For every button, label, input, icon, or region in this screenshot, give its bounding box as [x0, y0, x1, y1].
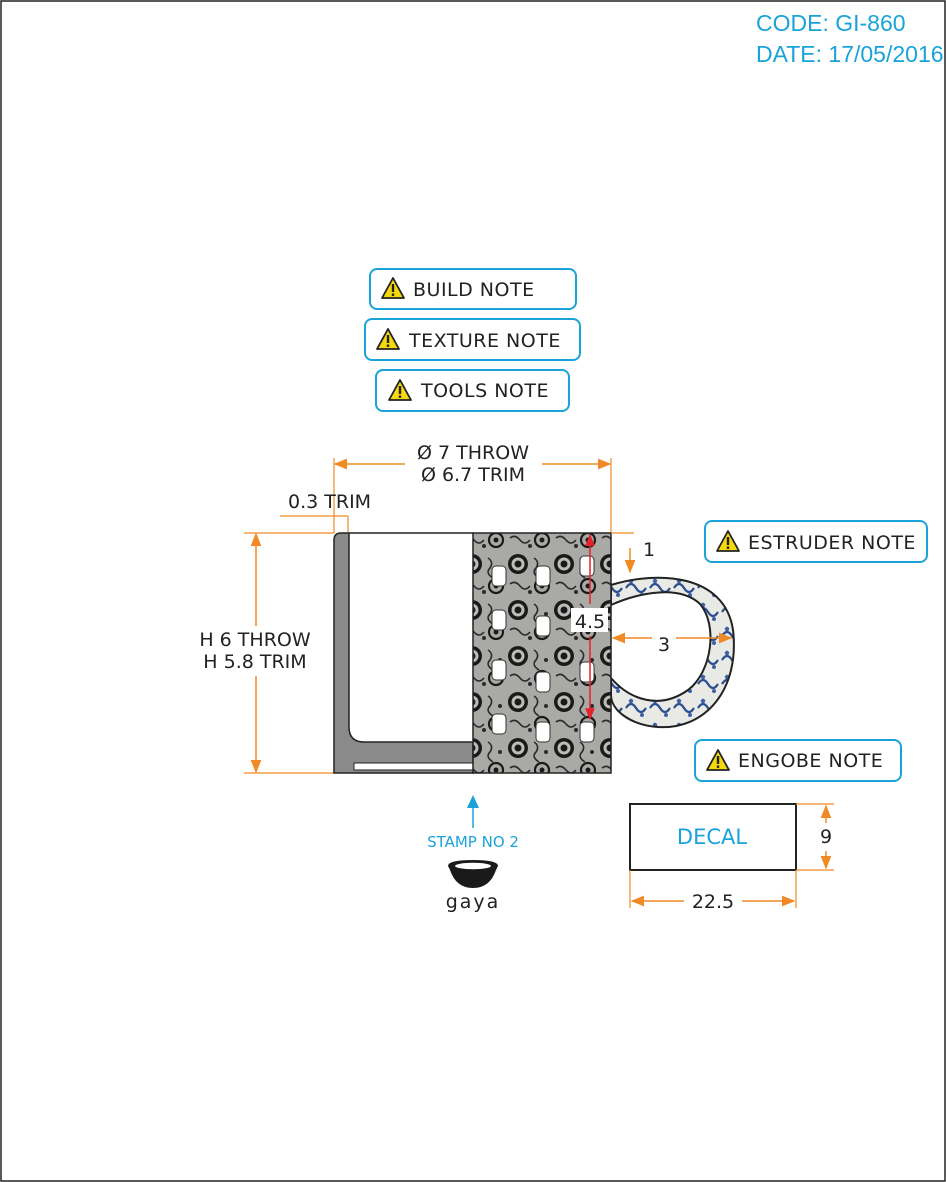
gaya-logo-text: gaya	[446, 891, 501, 913]
code-label: CODE: GI-860	[756, 10, 906, 36]
stamp-arrow-head	[467, 795, 479, 808]
date-label: DATE: 17/05/2016	[756, 41, 944, 67]
engobe-note-badge[interactable]: ENGOBE NOTE	[694, 739, 902, 782]
estruder-note-badge[interactable]: ESTRUDER NOTE	[704, 520, 928, 563]
mug-cross-section	[333, 532, 474, 774]
handle-height-label: 4.5	[575, 611, 605, 633]
stamp-label: STAMP NO 2	[427, 833, 519, 851]
height-throw-label: H 6 THROW	[199, 629, 311, 651]
mug-handle	[610, 576, 735, 729]
height-trim-label: H 5.8 TRIM	[203, 651, 306, 673]
decal-width-label: 22.5	[692, 891, 734, 913]
texture-note-badge[interactable]: TEXTURE NOTE	[364, 318, 581, 361]
decal-height-label: 9	[820, 826, 832, 848]
tools-note-badge[interactable]: TOOLS NOTE	[375, 369, 570, 412]
diameter-throw-label: Ø 7 THROW	[417, 442, 529, 464]
handle-width-label: 3	[658, 634, 670, 656]
mug-texture-elevation	[472, 532, 612, 774]
diameter-trim-label: Ø 6.7 TRIM	[421, 464, 525, 486]
estruder-note-label: ESTRUDER NOTE	[748, 532, 916, 554]
build-note-badge[interactable]: BUILD NOTE	[369, 268, 577, 310]
decal-box: DECAL	[629, 803, 797, 871]
engobe-note-label: ENGOBE NOTE	[738, 750, 883, 772]
tools-note-label: TOOLS NOTE	[420, 380, 549, 402]
handle-offset-label: 1	[643, 539, 655, 561]
handle-height-label-bg	[571, 608, 608, 632]
decal-label: DECAL	[677, 825, 747, 849]
gaya-logo: gaya	[446, 860, 501, 913]
build-note-label: BUILD NOTE	[413, 279, 535, 301]
wall-trim-label: 0.3 TRIM	[288, 491, 371, 513]
texture-note-label: TEXTURE NOTE	[408, 330, 561, 352]
